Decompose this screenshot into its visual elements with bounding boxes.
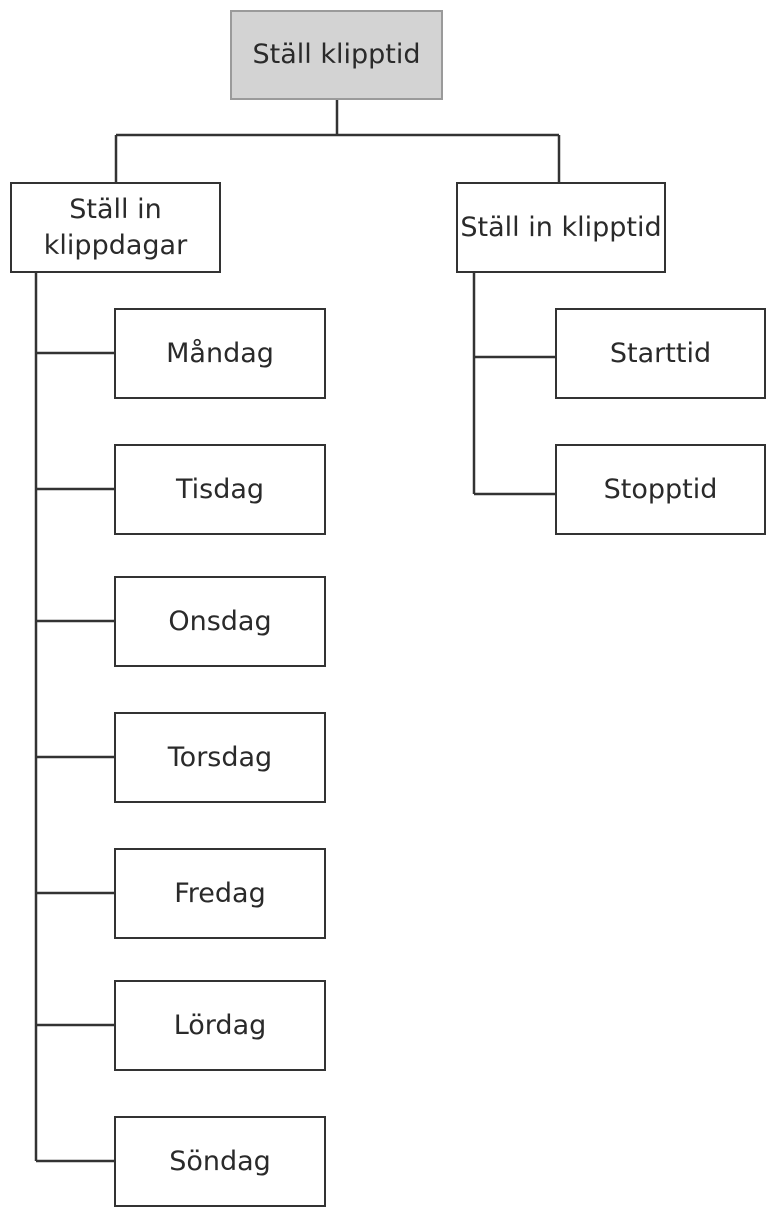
- leaf-node-label: Torsdag: [167, 741, 273, 773]
- root-node-label: Ställ klipptid: [252, 39, 421, 71]
- leaf-node-label: Starttid: [609, 337, 712, 369]
- root-node: Ställ klipptid: [230, 10, 443, 100]
- leaf-node-friday: Fredag: [114, 848, 326, 939]
- leaf-node-start-time: Starttid: [555, 308, 766, 399]
- leaf-node-stop-time: Stopptid: [555, 444, 766, 535]
- leaf-node-label: Måndag: [166, 337, 274, 369]
- leaf-node-wednesday: Onsdag: [114, 576, 326, 667]
- leaf-node-tuesday: Tisdag: [114, 444, 326, 535]
- branch-node-time-label: Ställ in klipptid: [460, 211, 662, 243]
- branch-node-time: Ställ in klipptid: [456, 182, 666, 273]
- branch-node-days-label: Ställ in klippdagar: [43, 194, 188, 261]
- leaf-node-label: Lördag: [173, 1009, 267, 1041]
- leaf-node-sunday: Söndag: [114, 1116, 326, 1207]
- leaf-node-label: Onsdag: [168, 605, 272, 637]
- branch-node-days: Ställ in klippdagar: [10, 182, 221, 273]
- leaf-node-saturday: Lördag: [114, 980, 326, 1071]
- leaf-node-label: Tisdag: [175, 473, 265, 505]
- leaf-node-label: Stopptid: [603, 473, 718, 505]
- leaf-node-label: Söndag: [169, 1145, 271, 1177]
- leaf-node-label: Fredag: [174, 877, 266, 909]
- leaf-node-monday: Måndag: [114, 308, 326, 399]
- leaf-node-thursday: Torsdag: [114, 712, 326, 803]
